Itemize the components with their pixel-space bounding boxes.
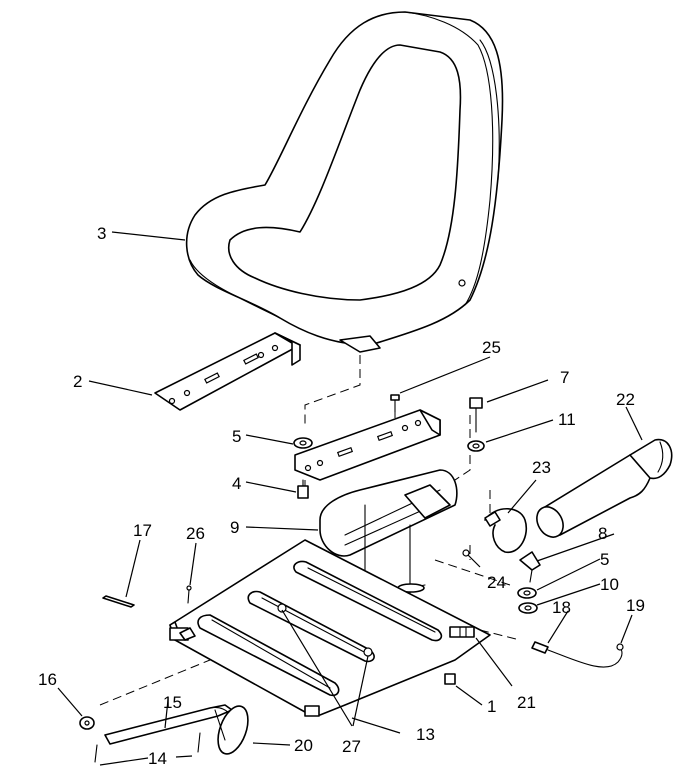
callout-2: 2 (73, 372, 82, 391)
slide-track (319, 469, 458, 646)
callout-13: 13 (416, 725, 435, 744)
callout-27: 27 (342, 737, 361, 756)
pins (102, 585, 192, 608)
seat (185, 11, 504, 353)
cable (531, 641, 624, 668)
callout-22: 22 (616, 390, 635, 409)
callout-15: 15 (163, 693, 182, 712)
callout-20: 20 (294, 736, 313, 755)
callout-9: 9 (230, 518, 239, 537)
callout-18: 18 (552, 598, 571, 617)
callout-26: 26 (186, 524, 205, 543)
adjust-lever (79, 704, 249, 763)
callout-3: 3 (97, 224, 106, 243)
mounting-plate (294, 409, 441, 481)
callout-21: 21 (517, 693, 536, 712)
callout-17: 17 (133, 521, 152, 540)
callout-19: 19 (626, 596, 645, 615)
callout-7: 7 (560, 368, 569, 387)
tube-holder (484, 438, 673, 553)
callout-11: 11 (558, 410, 576, 429)
callout-8: 8 (598, 524, 607, 543)
callout-10: 10 (600, 575, 619, 594)
callout-14: 14 (148, 749, 167, 768)
callout-16: 16 (38, 670, 57, 689)
leader-lines (57, 231, 643, 766)
hardware (293, 394, 541, 685)
callout-24: 24 (487, 573, 506, 592)
seat-bracket (154, 332, 301, 411)
callout-23: 23 (532, 458, 551, 477)
callouts: 1 2 3 4 5 5 7 8 9 10 11 13 14 15 16 17 1… (38, 224, 645, 768)
callout-5-upper: 5 (232, 427, 241, 446)
callout-4: 4 (232, 474, 241, 493)
callout-25: 25 (482, 338, 501, 357)
base-plate (169, 539, 491, 717)
callout-1: 1 (487, 697, 496, 716)
callout-5-lower: 5 (600, 550, 609, 569)
